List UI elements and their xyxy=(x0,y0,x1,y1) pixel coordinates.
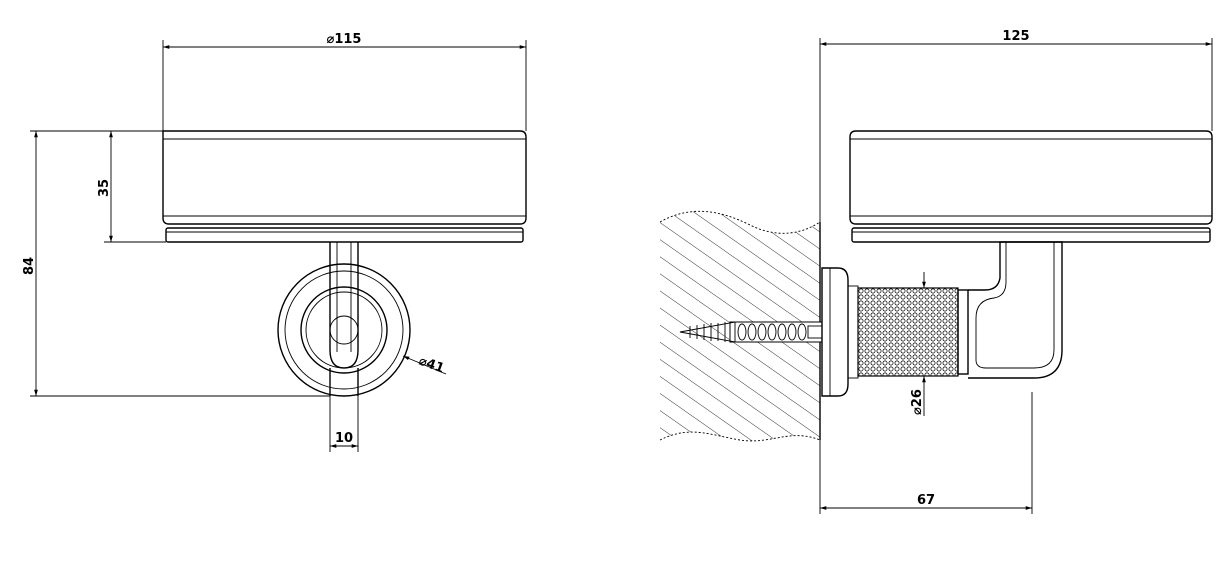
side-wall-flange xyxy=(821,267,849,397)
dim-side-projection: 67 xyxy=(917,493,935,508)
front-view: ⌀115 84 35 10 ⌀41 xyxy=(22,32,527,452)
dim-side-shaft-diameter: ⌀26 xyxy=(910,389,925,415)
side-bracket-arm xyxy=(968,241,1063,379)
side-knurled-shaft xyxy=(857,287,969,377)
front-rosette xyxy=(277,263,411,397)
dim-front-diameter: ⌀115 xyxy=(327,32,362,47)
dim-front-bracket-width: 10 xyxy=(335,431,353,446)
front-dish-body xyxy=(162,130,527,225)
dim-side-width: 125 xyxy=(1002,29,1029,44)
dim-front-height-dish: 35 xyxy=(97,179,112,197)
dim-front-rosette-diameter: ⌀41 xyxy=(417,354,446,377)
front-base-plate xyxy=(165,227,524,243)
side-base-plate xyxy=(851,227,1211,243)
side-view: 125 67 ⌀26 xyxy=(659,29,1213,514)
dim-front-height-total: 84 xyxy=(22,257,37,275)
front-bracket-arm xyxy=(329,242,359,369)
side-dish-body xyxy=(849,130,1213,225)
